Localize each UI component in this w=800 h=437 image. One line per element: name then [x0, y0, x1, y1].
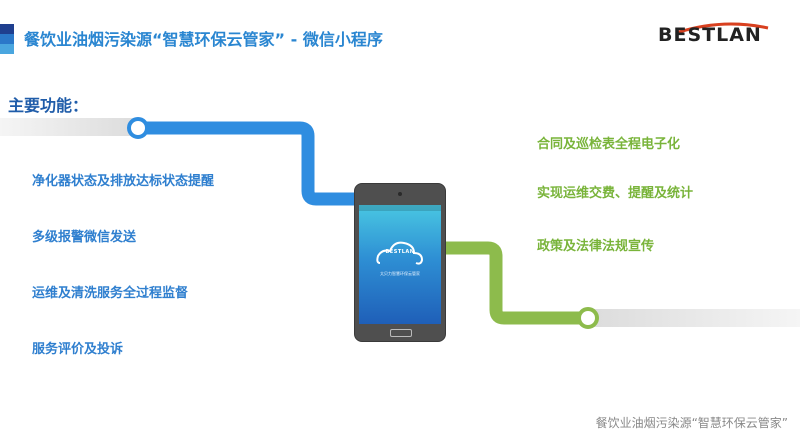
feature-left-4: 服务评价及投诉: [32, 342, 124, 357]
page-title: 餐饮业油烟污染源“智慧环保云管家” - 微信小程序: [24, 26, 383, 50]
phone-brand-text: BESTLAN: [385, 249, 415, 255]
accent-bar-dark: [0, 24, 14, 34]
feature-left-1: 净化器状态及排放达标状态提醒: [32, 174, 215, 189]
title-main: 餐饮业油烟污染源“智慧环保云管家”: [24, 30, 286, 49]
footer-text: 餐饮业油烟污染源“智慧环保云管家”: [595, 416, 788, 430]
accent-bar-mid: [0, 34, 14, 44]
feature-right-2: 实现运维交费、提醒及统计: [537, 186, 694, 201]
phone-camera-icon: [398, 192, 402, 196]
title-accent-bars: [0, 24, 14, 54]
feature-left-3: 运维及清洗服务全过程监督: [32, 286, 189, 301]
phone-status-bar: [359, 205, 441, 211]
blue-connector-line: [138, 121, 357, 206]
right-gray-stripe: [590, 309, 800, 327]
phone-home-button: [390, 329, 412, 337]
green-node-icon: [577, 307, 599, 329]
feature-right-3: 政策及法律法规宣传: [537, 239, 655, 254]
logo-arc-icon: [675, 22, 769, 34]
phone-mockup: BESTLAN 太贝力智慧环保云管家: [354, 183, 446, 342]
cloud-icon: [376, 241, 424, 265]
feature-right-1: 合同及巡检表全程电子化: [537, 137, 681, 152]
feature-left-2: 多级报警微信发送: [32, 230, 137, 245]
section-title: 主要功能：: [8, 96, 89, 115]
left-gray-stripe: [0, 118, 138, 136]
bestlan-logo: BESTLAN: [658, 22, 778, 54]
accent-bar-light: [0, 44, 14, 54]
title-subtitle: 微信小程序: [302, 30, 383, 49]
green-connector-line: [440, 241, 588, 325]
phone-subtitle: 太贝力智慧环保云管家: [380, 271, 420, 276]
blue-node-icon: [127, 117, 149, 139]
title-separator: -: [285, 30, 303, 49]
phone-screen: BESTLAN 太贝力智慧环保云管家: [359, 205, 441, 324]
logo-text: BESTLAN: [658, 24, 762, 46]
